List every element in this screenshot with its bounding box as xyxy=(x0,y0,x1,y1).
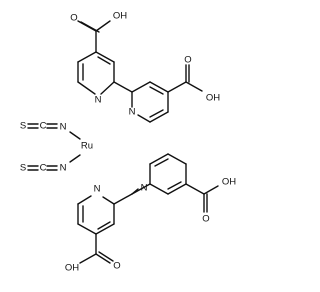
atom-labels: O OH N O OH N S C N Ru S C N N N O OH OH… xyxy=(20,11,236,274)
oxygen-label: O xyxy=(113,261,120,272)
bottom-bipyridine-bond xyxy=(113,193,133,205)
bottom-left-carboxyl-group xyxy=(79,233,114,264)
top-right-carboxyl-group xyxy=(167,64,203,93)
nitrogen-label: N xyxy=(60,163,67,174)
nitrogen-label: N xyxy=(141,183,148,194)
top-left-carboxyl-group xyxy=(77,20,111,53)
top-bipyridine-bond xyxy=(113,81,133,93)
nitrogen-label: N xyxy=(60,122,67,133)
oxygen-label: O xyxy=(202,214,209,225)
top-left-pyridine-ring xyxy=(77,51,115,95)
bottom-right-pyridine-ring xyxy=(131,153,187,195)
oxygen-label: O xyxy=(70,13,77,24)
carbon-label: C xyxy=(40,163,47,174)
ruthenium-label: Ru xyxy=(81,141,93,152)
hydroxyl-label: OH xyxy=(222,177,236,188)
sulfur-label: S xyxy=(20,163,26,174)
bottom-left-pyridine-ring xyxy=(77,195,115,235)
sulfur-label: S xyxy=(20,121,26,132)
hydroxyl-label: OH xyxy=(206,93,220,104)
bottom-bipyridine-ligand xyxy=(77,153,219,264)
upper-thiocyanate-ligand xyxy=(27,123,81,140)
nitrogen-label: N xyxy=(129,107,136,118)
top-bipyridine-ligand xyxy=(77,20,203,123)
hydroxyl-label: OH xyxy=(113,11,127,22)
bottom-right-carboxyl-group xyxy=(185,183,219,213)
nitrogen-label: N xyxy=(95,95,102,106)
ruthenium-complex-structure: O OH N O OH N S C N Ru S C N N N O OH OH… xyxy=(20,11,236,274)
oxygen-label: O xyxy=(184,55,191,66)
hydroxyl-label: OH xyxy=(65,263,79,274)
lower-thiocyanate-ligand xyxy=(27,154,81,171)
top-right-pyridine-ring xyxy=(131,81,169,123)
nitrogen-label: N xyxy=(94,184,101,195)
carbon-label: C xyxy=(40,121,47,132)
